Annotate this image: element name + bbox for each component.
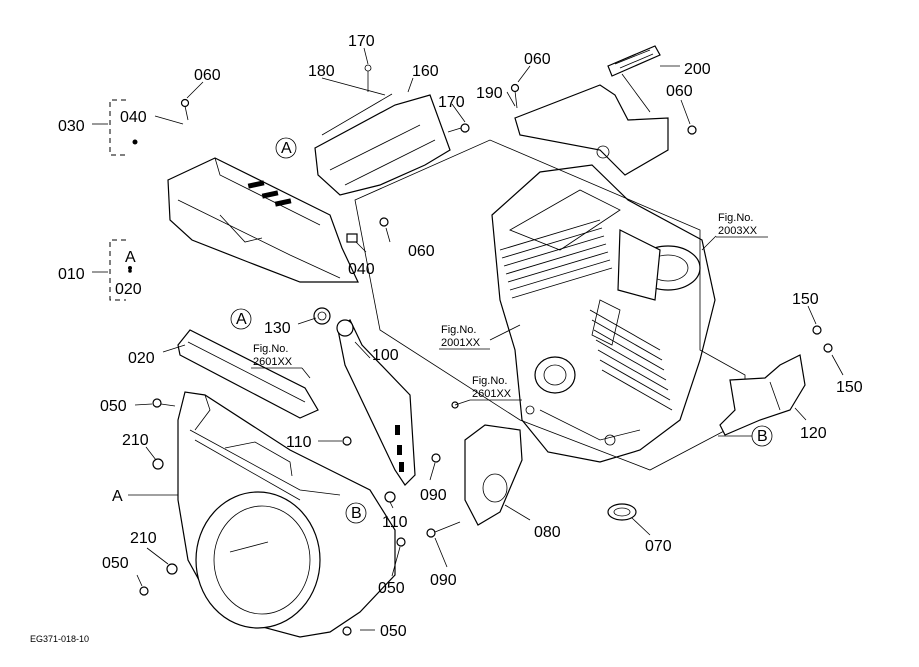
label-a-arrow: A (112, 488, 123, 505)
top-cover-plate-illustration (314, 64, 451, 196)
bolt-icon (379, 217, 389, 227)
fig-number: 2001XX (441, 337, 481, 349)
fig-prefix: Fig.No. (253, 343, 288, 355)
fig-prefix: Fig.No. (472, 375, 507, 387)
label-080: 080 (534, 524, 561, 541)
bolt-icon (342, 436, 352, 446)
bolt-icon (431, 453, 441, 463)
label-040-top: 040 (120, 109, 147, 126)
label-090-lower: 090 (430, 572, 457, 589)
side-panel-illustration (336, 319, 416, 486)
hose-clamp-illustration (607, 503, 637, 521)
label-a-mid: A (125, 249, 136, 266)
label-090-upper: 090 (420, 487, 447, 504)
label-200: 200 (684, 61, 711, 78)
bolt-icon (687, 125, 697, 135)
top-bracket-illustration (514, 45, 669, 176)
fig-number: 2601XX (253, 356, 293, 368)
bolt-icon (384, 491, 396, 503)
label-a-left: A (236, 311, 247, 328)
label-170-top: 170 (348, 33, 375, 50)
upper-shroud-illustration (128, 139, 359, 283)
right-baffle-illustration (719, 354, 806, 436)
label-040-mid: 040 (348, 261, 375, 278)
bolt-icon (426, 521, 461, 538)
assembly-bracket-010 (109, 239, 126, 301)
reference-circle-b-right (751, 425, 773, 447)
bolt-icon (823, 343, 833, 353)
separator-dot (128, 269, 132, 273)
label-190: 190 (476, 85, 503, 102)
exhaust-plate-illustration (464, 424, 523, 526)
fig-prefix: Fig.No. (441, 324, 476, 336)
label-180: 180 (308, 63, 335, 80)
bolt-icon (139, 586, 149, 596)
fig-number: 2003XX (718, 225, 758, 237)
fan-shroud-illustration (177, 391, 396, 638)
label-160: 160 (412, 63, 439, 80)
air-baffle-illustration (177, 329, 319, 419)
bolt-icon (346, 233, 358, 243)
reference-circle-a-left (230, 308, 252, 330)
label-020-mid: 020 (115, 281, 142, 298)
label-020-left: 020 (128, 350, 155, 367)
label-150-lower: 150 (836, 379, 863, 396)
label-030: 030 (58, 118, 85, 135)
reference-circle-a-top (275, 137, 297, 159)
label-210-lower: 210 (130, 530, 157, 547)
label-060-top-left: 060 (194, 67, 221, 84)
label-050-lower-left: 050 (102, 555, 129, 572)
drawing-code: EG371-018-10 (30, 634, 89, 644)
label-010: 010 (58, 266, 85, 283)
seal-ring-illustration (313, 307, 331, 325)
part-number-labels: 170 180 160 170 060 040 030 A 060 040 01… (58, 33, 863, 640)
label-120: 120 (800, 425, 827, 442)
fig-prefix: Fig.No. (718, 212, 753, 224)
label-170-right: 170 (438, 94, 465, 111)
fig-number: 2601XX (472, 388, 512, 400)
label-060-top-right: 060 (666, 83, 693, 100)
engine-block-illustration (491, 164, 716, 463)
bolt-icon (152, 458, 164, 470)
bolt-icon (166, 563, 178, 575)
bolt-icon (396, 537, 406, 547)
reference-circle-b-left (345, 502, 367, 524)
bolt-icon (342, 626, 352, 636)
label-060-mid: 060 (408, 243, 435, 260)
bolt-icons (139, 83, 833, 636)
label-100: 100 (372, 347, 399, 364)
label-b-right: B (757, 428, 768, 445)
figure-reference-2601-b: Fig.No. 2601XX (454, 375, 522, 406)
bolt-icon (510, 83, 520, 109)
leader-lines (92, 47, 844, 631)
label-050-lower-mid: 050 (378, 580, 405, 597)
label-110-lower: 110 (382, 514, 408, 531)
label-050-left: 050 (100, 398, 127, 415)
label-070: 070 (645, 538, 672, 555)
bolt-icon (180, 98, 190, 121)
label-110-upper: 110 (286, 434, 312, 451)
figure-reference-2601-a: Fig.No. 2601XX (251, 343, 311, 379)
label-060-top-center: 060 (524, 51, 551, 68)
bolt-icon (812, 325, 822, 335)
label-b-left: B (351, 505, 362, 522)
label-050-bottom: 050 (380, 623, 407, 640)
bolt-icon (447, 123, 470, 133)
figure-reference-2003: Fig.No. 2003XX (716, 212, 768, 238)
label-210-left: 210 (122, 432, 149, 449)
figure-reference-2001: Fig.No. 2001XX (439, 324, 521, 350)
label-130: 130 (264, 320, 291, 337)
bolt-icon (152, 398, 176, 408)
label-150-upper: 150 (792, 291, 819, 308)
label-a-top: A (281, 140, 292, 157)
